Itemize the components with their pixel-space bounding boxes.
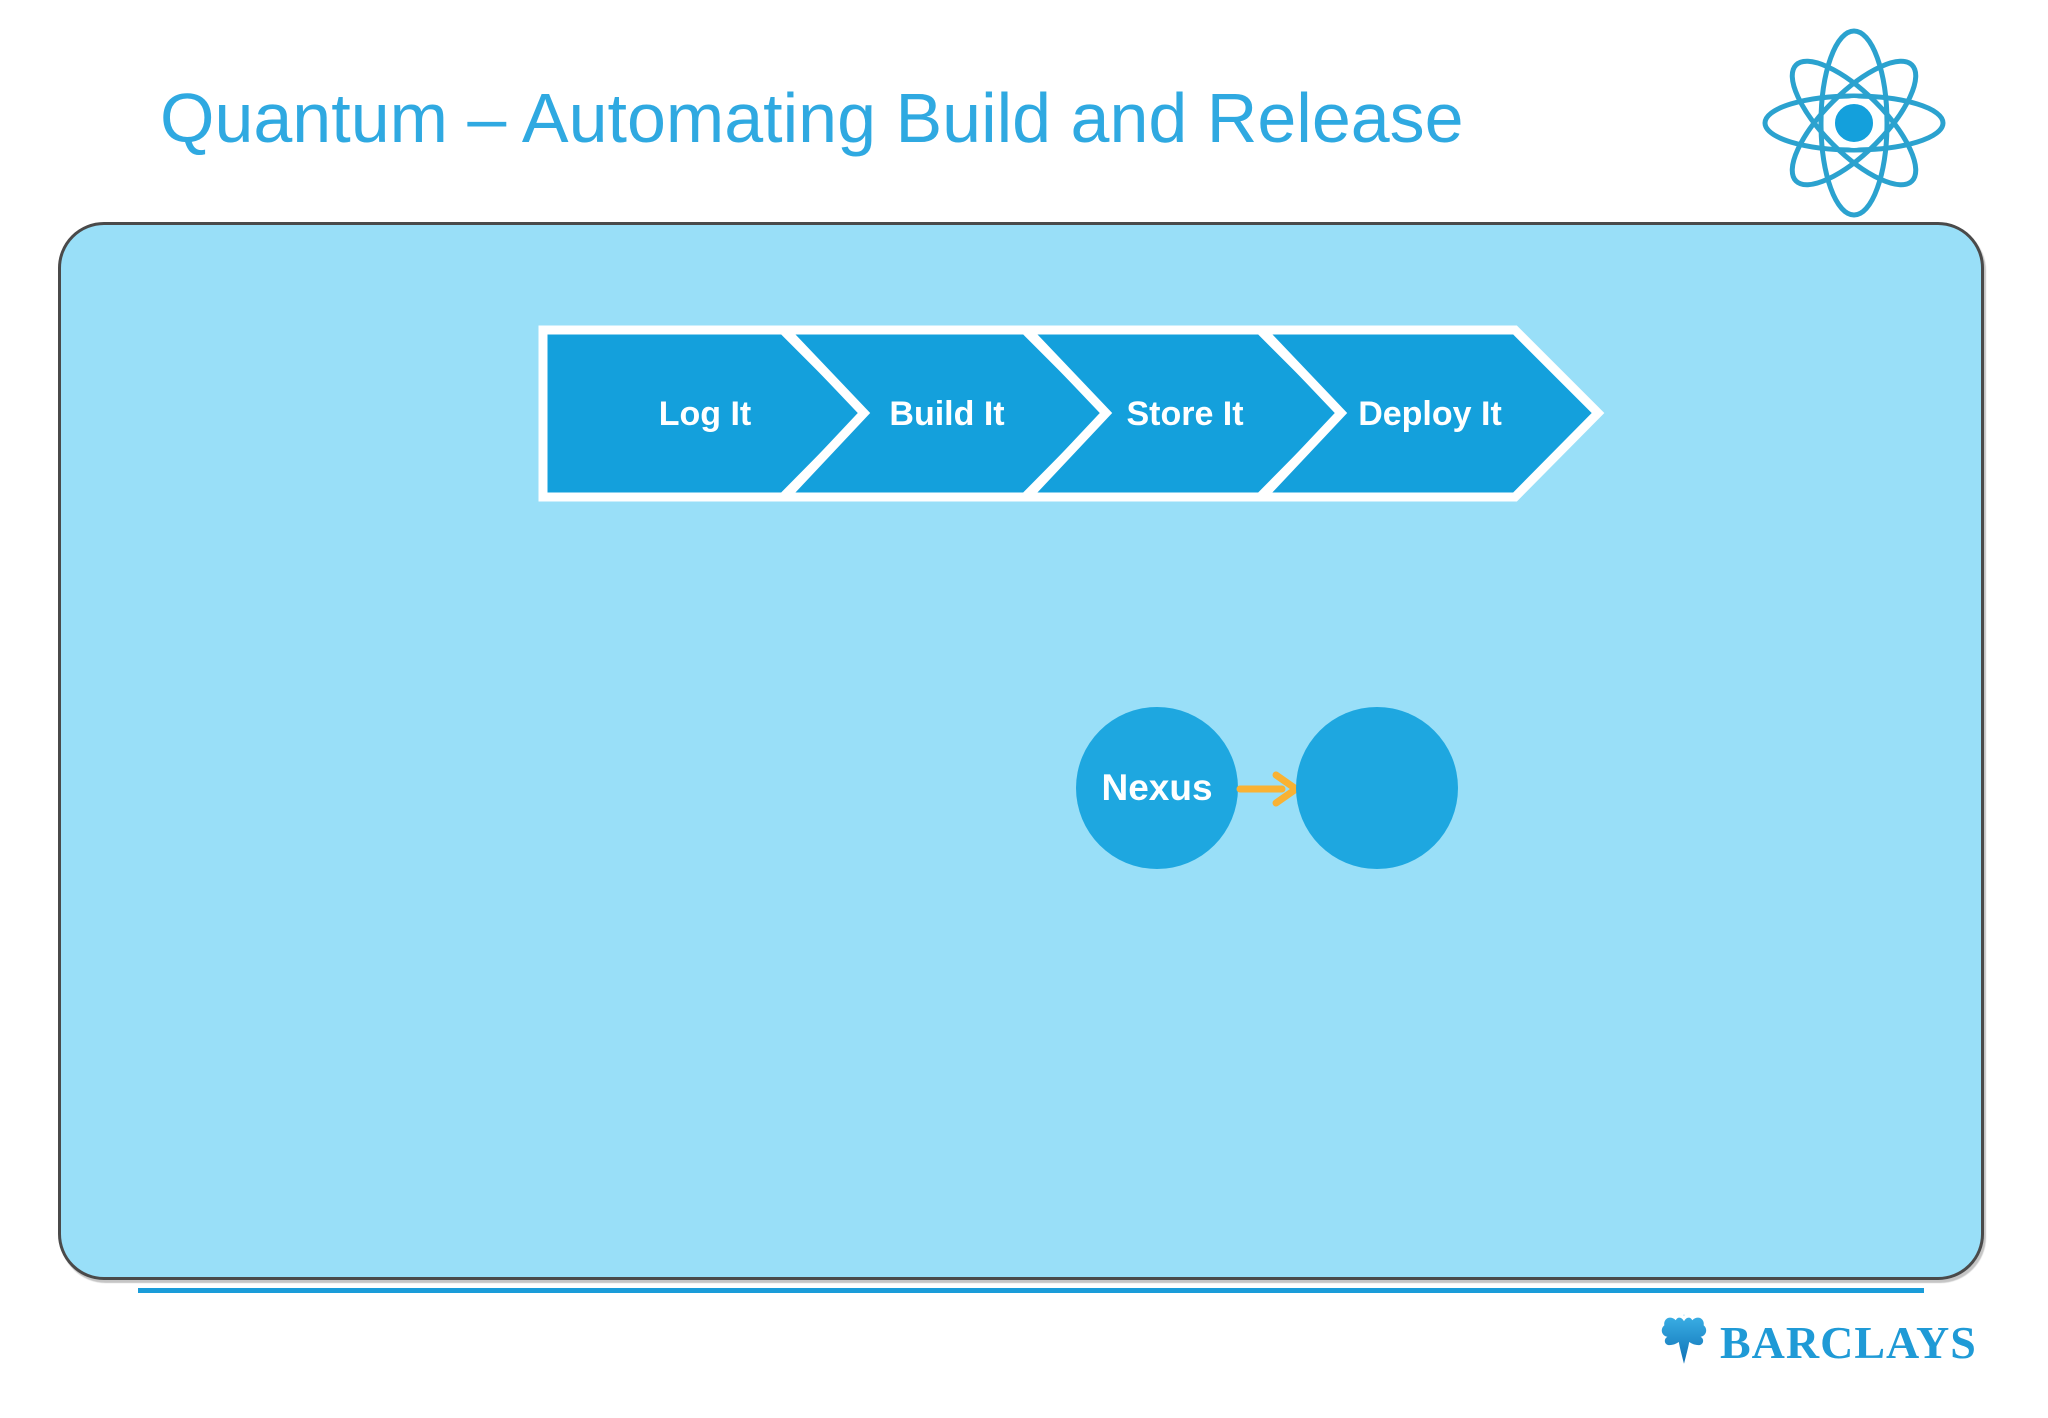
process-flow: Log It Build It Store It Deploy It — [538, 325, 1605, 502]
atom-icon — [1762, 28, 1946, 218]
process-step-label: Build It — [889, 395, 1004, 433]
process-step-deploy-it — [1251, 325, 1605, 502]
target-circle — [1296, 707, 1458, 869]
nexus-circle: Nexus — [1076, 707, 1238, 869]
process-step-label: Deploy It — [1358, 395, 1502, 433]
nexus-label: Nexus — [1101, 767, 1213, 808]
barclays-logo: BARCLAYS — [1660, 1314, 1977, 1370]
process-step-label: Log It — [659, 395, 752, 433]
panel-underline — [138, 1288, 1924, 1293]
page-title: Quantum – Automating Build and Release — [160, 79, 1464, 157]
barclays-eagle-icon — [1661, 1314, 1707, 1364]
right-arrow-icon — [1236, 771, 1300, 807]
barclays-wordmark: BARCLAYS — [1720, 1316, 1977, 1368]
process-step-label: Store It — [1126, 395, 1243, 433]
